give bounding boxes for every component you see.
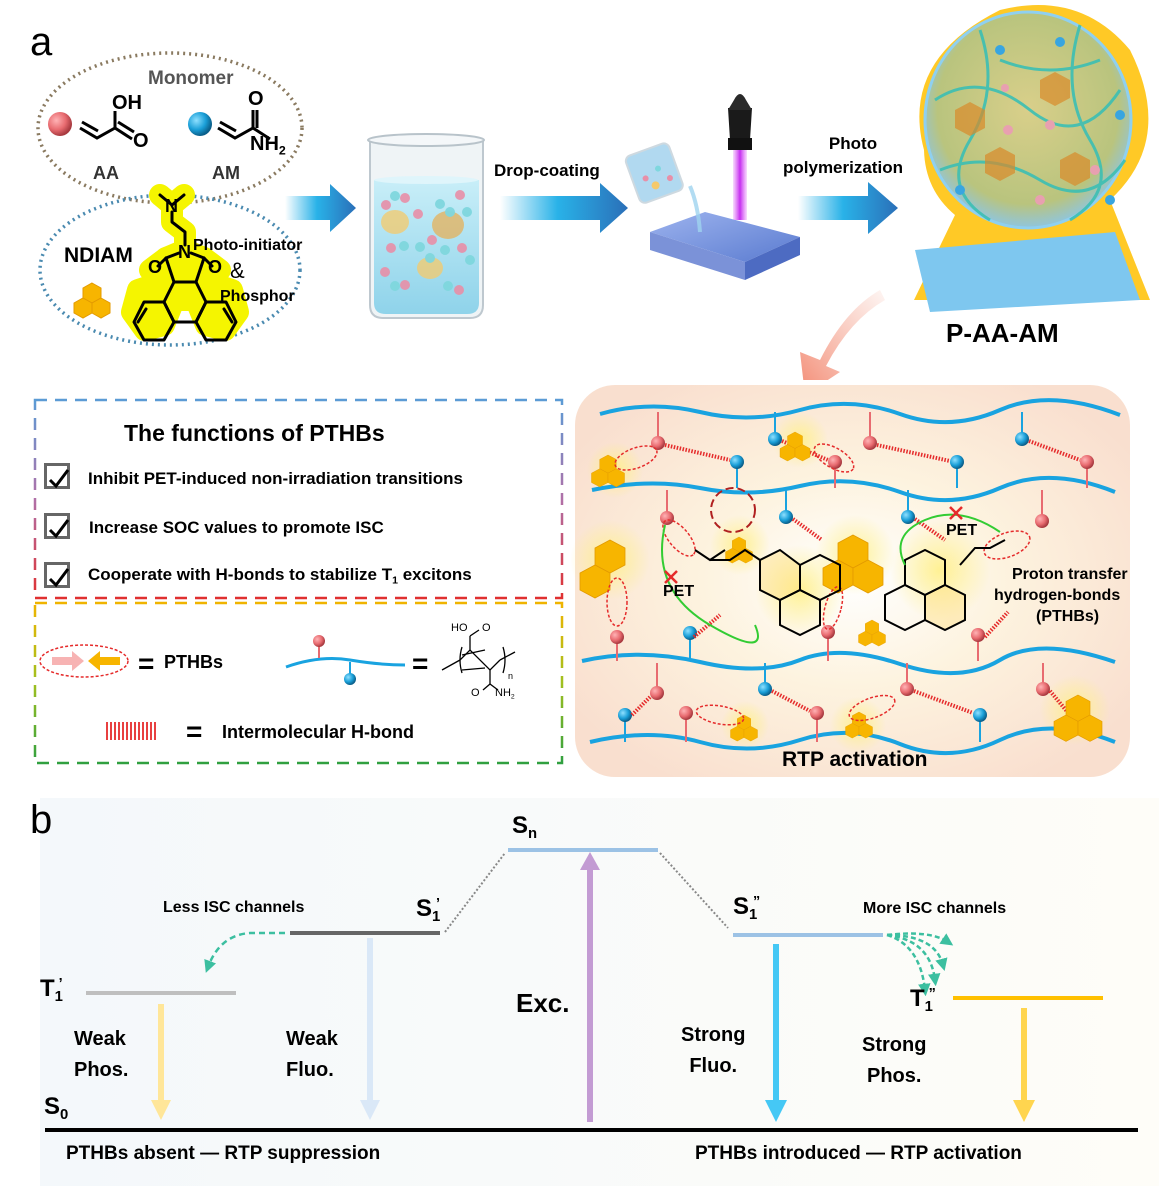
aa-label: AA: [93, 163, 119, 183]
ndiam-molecule: [121, 184, 249, 342]
ndiam-amine-n: N: [165, 196, 178, 216]
step-photo-label-line1: Photo: [828, 134, 878, 153]
pthbs-note-line2: hydrogen-bonds: [994, 587, 1121, 604]
am-carbonyl-o: O: [248, 88, 264, 110]
aa-carbonyl-o: O: [133, 130, 149, 152]
am-nh2-label: NH2: [250, 133, 286, 158]
product-label: P-AA-AM: [946, 318, 1059, 348]
function-item-1: Inhibit PET-induced non-irradiation tran…: [88, 469, 463, 488]
exc-label: Exc.: [516, 988, 570, 1018]
hbond-legend-label: Intermolecular H-bond: [222, 722, 415, 742]
ndiam-ellipse: [38, 193, 302, 347]
caption-right: PTHBs introduced — RTP activation: [695, 1143, 1022, 1164]
level-sn-label: Sn: [512, 812, 538, 843]
p-aa-am-icon: [914, 5, 1150, 312]
sn-to-s1dprime-connector: [659, 852, 729, 929]
arrow-to-beaker-icon: [285, 184, 356, 232]
ndiam-imide-n: N: [178, 242, 191, 262]
level-t1-dprime-label: T1”: [910, 985, 936, 1016]
functions-title: The functions of PTHBs: [124, 420, 385, 446]
panel-a-top-graphics: [36, 5, 1150, 380]
ndiam-o-left: O: [148, 257, 163, 277]
aa-ball-icon: [48, 112, 72, 136]
exc-arrow-head-icon: [580, 852, 600, 870]
ndiam-name: NDIAM: [64, 244, 133, 267]
monomer-ellipse: [36, 51, 304, 205]
polymer-ho: HO: [451, 622, 468, 634]
drop-coating-scene-icon: [624, 94, 800, 280]
panel-b-label: b: [30, 798, 53, 842]
am-label: AM: [212, 163, 240, 183]
less-isc-label: Less ISC channels: [163, 899, 305, 916]
less-isc-arrow-icon: [204, 931, 285, 973]
checkmark-icon: [48, 519, 70, 539]
ndiam-role-amp: &: [230, 258, 245, 283]
zoom-in-arrow-icon: [800, 290, 885, 380]
chain-equals: =: [412, 648, 429, 679]
ndiam-role-line2: Phosphor: [220, 288, 295, 305]
function-item-2: Increase SOC values to promote ISC: [89, 518, 384, 537]
hbond-equals: =: [186, 716, 203, 747]
weak-phos-arrow-head-icon: [151, 1100, 171, 1120]
pthbs-legend-label: PTHBs: [164, 652, 224, 672]
polymer-o-bottom: O: [471, 687, 480, 699]
ndiam-o-right: O: [208, 257, 223, 277]
level-s1-prime-label: S1’: [416, 895, 441, 926]
function-checkbox-2: [44, 513, 70, 539]
step-drop-coating-label: Drop-coating: [494, 161, 600, 180]
arrow-drop-coating-icon: [500, 183, 628, 233]
level-t1-prime-label: T1’: [40, 975, 63, 1006]
weak-fluo-arrow-head-icon: [360, 1100, 380, 1120]
pet-label-right: PET: [946, 522, 978, 539]
pthbs-note-line1: Proton transfer: [1012, 566, 1128, 583]
monomer-title: Monomer: [148, 68, 234, 89]
am-ball-icon: [188, 112, 212, 136]
aa-oh-label: OH: [112, 92, 142, 114]
polymer-o-top: O: [482, 622, 491, 634]
pthbs-equals: =: [138, 648, 155, 679]
level-s0-label: S0: [44, 1093, 69, 1124]
pet-label-left: PET: [663, 583, 695, 600]
function-item-3: Cooperate with H-bonds to stabilize T1 e…: [88, 565, 472, 587]
caption-left: PTHBs absent — RTP suppression: [66, 1143, 381, 1164]
step-photo-label-line2: polymerization: [783, 158, 903, 177]
more-isc-arrows-icon: [886, 932, 954, 997]
checkmark-icon: [48, 568, 70, 588]
arrow-photo-polymerization-icon: [798, 182, 898, 234]
function-checkbox-1: [44, 463, 70, 489]
polymer-n: n: [508, 671, 514, 681]
network-caption: RTP activation: [782, 748, 928, 771]
level-s1-dprime-label: S1”: [733, 893, 761, 924]
checkmark-icon: [48, 469, 70, 489]
sn-to-s1prime-connector: [444, 852, 506, 933]
panel-a-label: a: [30, 20, 53, 64]
pthbs-note-line3: (PTHBs): [1036, 608, 1100, 625]
function-checkbox-3: [44, 562, 70, 588]
beaker-icon: [367, 133, 485, 319]
more-isc-label: More ISC channels: [863, 900, 1007, 917]
ndiam-role-line1: Photo-initiator: [193, 237, 303, 254]
strong-phos-arrow-head-icon: [1013, 1100, 1035, 1122]
strong-fluo-arrow-head-icon: [765, 1100, 787, 1122]
polymer-nh2: NH2: [495, 687, 515, 701]
ndiam-hexagon-icon: [73, 282, 111, 319]
